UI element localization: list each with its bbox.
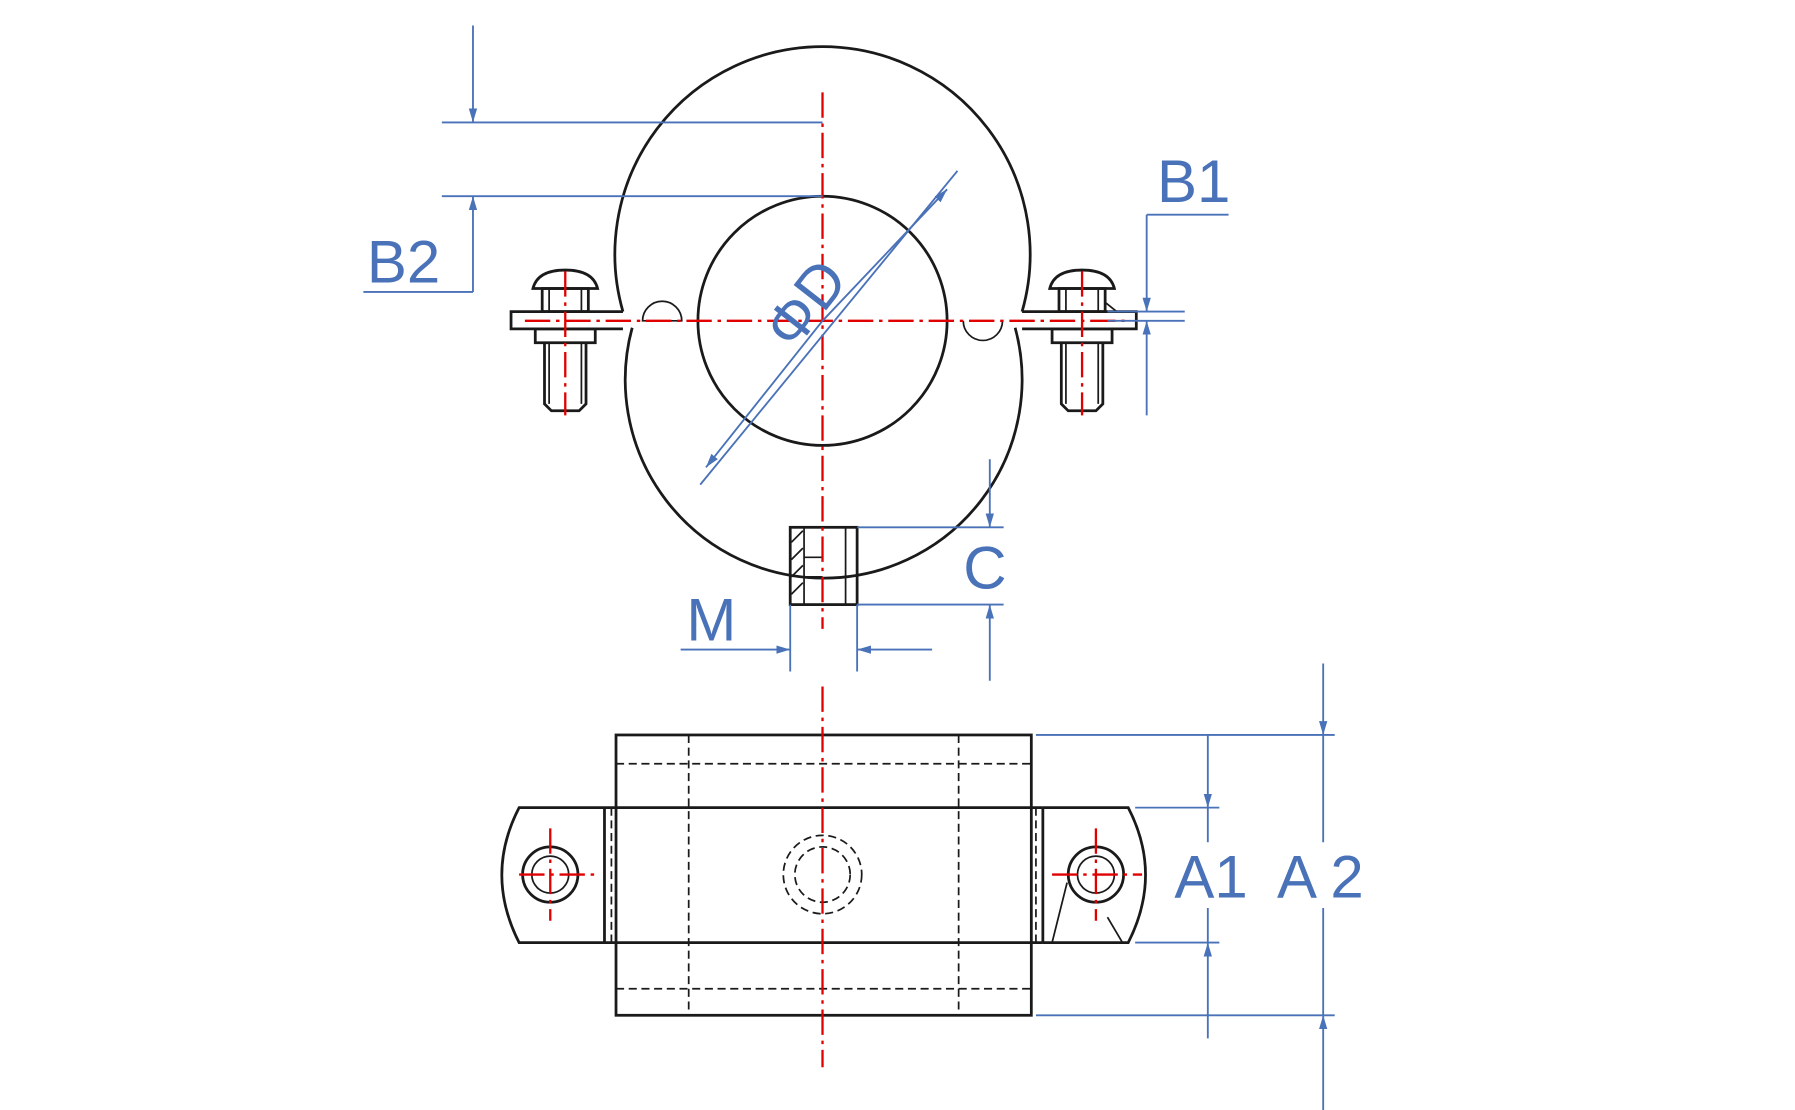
dim-label-diameter: ΦD (751, 247, 860, 360)
dim-label-b2: B2 (367, 229, 440, 296)
dim-label-a2: A 2 (1277, 844, 1364, 911)
clamp-band-outer (613, 45, 1032, 312)
clamp-notches (641, 300, 1004, 342)
front-view (509, 45, 1138, 629)
dim-label-c: C (963, 534, 1006, 601)
dim-label-a1: A1 (1174, 844, 1247, 911)
dim-label-m: M (686, 586, 736, 653)
top-view (500, 686, 1147, 1068)
right-ear (1042, 806, 1147, 944)
dim-label-b1: B1 (1157, 148, 1230, 215)
right-bolt (1048, 268, 1118, 413)
left-ear (500, 806, 605, 944)
dimensions: B2 B1 ΦD C M A1 A 2 (363, 25, 1364, 1110)
top-centerlines (519, 686, 1143, 1068)
weld-nut (788, 525, 859, 606)
front-centerlines (524, 92, 1125, 629)
nut-outline (782, 834, 863, 915)
